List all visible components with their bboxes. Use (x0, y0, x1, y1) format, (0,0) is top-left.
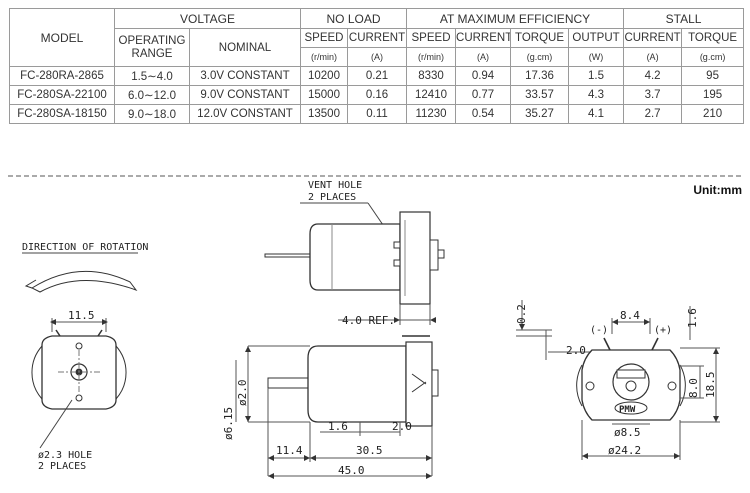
cell-me-torque: 17.36 (510, 66, 570, 86)
dim-4-0-ref: 4.0 REF. (342, 314, 395, 327)
header-st-torque: TORQUE (681, 28, 745, 48)
cell-me-speed: 8330 (406, 66, 457, 86)
vent-hole-line1: VENT HOLE (308, 180, 362, 191)
cell-me-speed: 12410 (406, 85, 457, 105)
rotation-label: DIRECTION OF ROTATION (22, 242, 148, 253)
header-max-efficiency: AT MAXIMUM EFFICIENCY (406, 8, 625, 29)
header-me-torque: TORQUE (510, 28, 570, 48)
header-me-speed: SPEED (406, 28, 457, 48)
header-nominal: NOMINAL (189, 28, 301, 67)
technical-drawing: Unit:mm DIRECTION OF ROTATION 11.5 (0, 170, 750, 493)
table-row: FC-280SA-22100 6.0∼12.0 9.0V CONSTANT 15… (9, 85, 745, 105)
cell-model: FC-280SA-22100 (9, 85, 115, 105)
dim-11-4: 11.4 (276, 444, 303, 457)
dim-2-0-b: 2.0 (566, 344, 586, 357)
dim-diameter-24-2: ø24.2 (608, 444, 641, 457)
unit-st-torque: (g.cm) (681, 47, 745, 67)
header-me-current: CURRENT (455, 28, 512, 48)
cell-model: FC-280SA-18150 (9, 104, 115, 124)
cell-nl-speed: 13500 (300, 104, 348, 124)
cell-range: 1.5∼4.0 (114, 66, 190, 86)
terminal-plus-label: (+) (654, 325, 672, 336)
front-view-left: 11.5 ø2.3 HOLE 2 PLACES (31, 309, 127, 472)
cell-st-torque: 195 (681, 85, 745, 105)
cell-nl-current: 0.11 (346, 104, 408, 124)
cell-me-output: 4.3 (568, 85, 625, 105)
rotation-arrowhead-icon (24, 279, 37, 289)
unit-nl-speed: (r/min) (300, 47, 348, 67)
header-stall: STALL (623, 8, 745, 29)
side-view-top: VENT HOLE 2 PLACES 4.0 REF. (264, 180, 445, 327)
table-row: FC-280SA-18150 9.0∼18.0 12.0V CONSTANT 1… (9, 104, 745, 124)
cell-nl-current: 0.16 (346, 85, 408, 105)
side-view-bottom: ø6.15 ø2.0 1.6 2.0 11.4 30.5 45.0 (222, 335, 439, 479)
rear-view-right: 0.2 2.0 (-) (+) 8.4 1.6 (515, 300, 720, 460)
cell-nominal: 9.0V CONSTANT (189, 85, 301, 105)
cell-nl-speed: 15000 (300, 85, 348, 105)
cell-st-current: 2.7 (623, 104, 683, 124)
dim-diameter-6-15: ø6.15 (222, 407, 235, 440)
drawing-svg: Unit:mm DIRECTION OF ROTATION 11.5 (8, 175, 742, 479)
dim-30-5: 30.5 (356, 444, 383, 457)
unit-me-torque: (g.cm) (510, 47, 570, 67)
dim-2-0-a: 2.0 (392, 420, 412, 433)
dim-0-2: 0.2 (515, 304, 528, 324)
unit-me-speed: (r/min) (406, 47, 457, 67)
header-operating-line1: OPERATING (118, 34, 186, 47)
hole-label-line2: 2 PLACES (38, 461, 86, 472)
unit-me-current: (A) (455, 47, 512, 67)
dim-8-0: 8.0 (687, 378, 700, 398)
dim-shaft-diameter: ø2.0 (236, 380, 249, 407)
cell-nominal: 3.0V CONSTANT (189, 66, 301, 86)
unit-me-output: (W) (568, 47, 625, 67)
cell-me-torque: 33.57 (510, 85, 570, 105)
dim-1-6: 1.6 (328, 420, 348, 433)
cell-st-torque: 95 (681, 66, 745, 86)
dim-11-5: 11.5 (68, 309, 95, 322)
unit-st-current: (A) (623, 47, 683, 67)
dim-1-6-b: 1.6 (686, 308, 699, 328)
dim-45-0: 45.0 (338, 464, 365, 477)
cell-range: 6.0∼12.0 (114, 85, 190, 105)
cell-me-current: 0.77 (455, 85, 512, 105)
hole-label-line1: ø2.3 HOLE (38, 450, 92, 461)
pmw-logo: PMW (619, 405, 636, 415)
cell-st-torque: 210 (681, 104, 745, 124)
rotation-arrow-icon (30, 270, 138, 293)
cell-me-speed: 11230 (406, 104, 457, 124)
table-row: FC-280RA-2865 1.5∼4.0 3.0V CONSTANT 1020… (9, 66, 745, 86)
cell-nl-speed: 10200 (300, 66, 348, 86)
vent-hole-line2: 2 PLACES (308, 192, 356, 203)
header-operating-range: OPERATING RANGE (114, 28, 190, 67)
cell-nl-current: 0.21 (346, 66, 408, 86)
header-model: MODEL (9, 8, 115, 67)
header-voltage: VOLTAGE (114, 8, 301, 29)
cell-me-current: 0.54 (455, 104, 512, 124)
header-no-load: NO LOAD (299, 8, 408, 29)
cell-nominal: 12.0V CONSTANT (189, 104, 301, 124)
cell-me-current: 0.94 (455, 66, 512, 86)
terminal-minus-label: (-) (590, 325, 608, 336)
header-st-current: CURRENT (623, 28, 683, 48)
cell-range: 9.0∼18.0 (114, 104, 190, 124)
header-me-output: OUTPUT (568, 28, 625, 48)
spec-table: MODEL VOLTAGE NO LOAD AT MAXIMUM EFFICIE… (9, 8, 745, 124)
cell-me-torque: 35.27 (510, 104, 570, 124)
dim-diameter-8-5: ø8.5 (614, 426, 641, 439)
dim-8-4: 8.4 (620, 309, 640, 322)
unit-label: Unit:mm (693, 183, 742, 197)
header-operating-line2: RANGE (131, 47, 173, 60)
cell-st-current: 3.7 (623, 85, 683, 105)
cell-model: FC-280RA-2865 (9, 66, 115, 86)
dim-18-5: 18.5 (704, 372, 717, 399)
header-nl-speed: SPEED (300, 28, 348, 48)
header-nl-current: CURRENT (346, 28, 408, 48)
cell-me-output: 4.1 (568, 104, 625, 124)
cell-me-output: 1.5 (568, 66, 625, 86)
unit-nl-current: (A) (346, 47, 408, 67)
cell-st-current: 4.2 (623, 66, 683, 86)
